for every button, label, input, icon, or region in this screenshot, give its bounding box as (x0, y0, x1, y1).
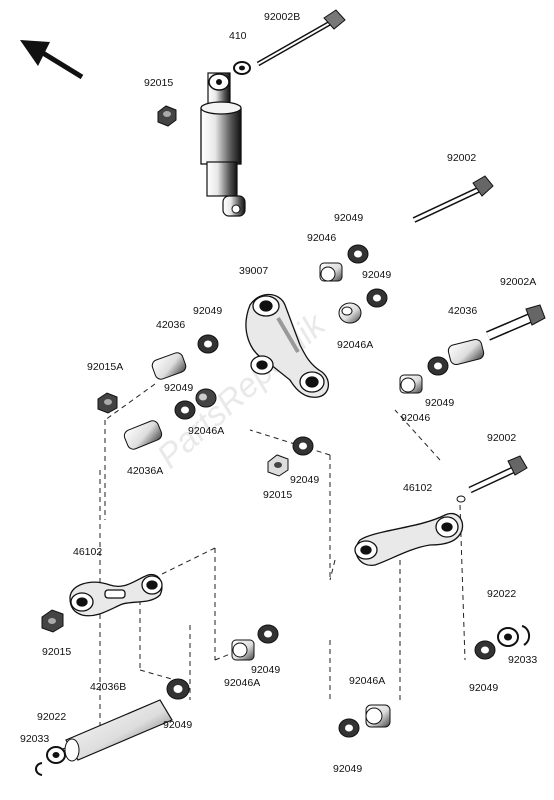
shock-absorber (200, 72, 246, 217)
label-nut-center: 92015 (263, 489, 292, 501)
label-seal-right-mid: 92049 (425, 397, 454, 409)
bolt-top (256, 9, 346, 67)
rocker-arm (245, 293, 329, 398)
label-tie-rod-right: 46102 (403, 482, 432, 494)
label-bolt-right-2: 92002A (500, 276, 536, 288)
label-nut-left: 92015A (87, 361, 123, 373)
label-sleeve-right: 42036 (448, 305, 477, 317)
bushing-mid-left (195, 388, 217, 408)
label-bolt-right-1: 92002 (447, 152, 476, 164)
label-bolt-right-3: 92002 (487, 432, 516, 444)
clip-right-low (521, 625, 530, 646)
label-bushing-mid-left: 92046A (188, 425, 224, 437)
label-bushing-upper: 92046 (307, 232, 336, 244)
label-sleeve-mid-left: 42036A (127, 465, 163, 477)
label-nut-shock: 92015 (144, 77, 173, 89)
washer-top (233, 61, 251, 75)
label-seal-rocker-left: 92049 (193, 305, 222, 317)
label-seal-low-center: 92049 (251, 664, 280, 676)
bushing-rocker (338, 302, 362, 324)
seal-upper-1 (347, 244, 369, 264)
seal-bottom (338, 718, 360, 738)
bolt-right-3-tip (456, 495, 466, 503)
label-washer-low-left: 92022 (37, 711, 66, 723)
label-tie-rod-left: 46102 (73, 546, 102, 558)
seal-center (292, 436, 314, 456)
bushing-right-mid (399, 374, 423, 394)
label-seal-upper-1: 92049 (334, 212, 363, 224)
seal-low-mid (166, 678, 190, 700)
label-bushing-right-mid: 92046 (401, 412, 430, 424)
bolt-right-2 (486, 304, 546, 341)
part-labels: 92002B 410 92015 92002 92049 92046 92049… (20, 11, 537, 775)
label-clip-low-left: 92033 (20, 733, 49, 745)
label-seal-mid-left: 92049 (164, 382, 193, 394)
seal-upper-2 (366, 288, 388, 308)
label-washer-right-low: 92022 (487, 588, 516, 600)
seal-rocker-left (197, 334, 219, 354)
nut-center (267, 454, 289, 477)
label-seal-low-mid: 92049 (163, 719, 192, 731)
seal-mid-left (174, 400, 196, 420)
seal-low-center (257, 624, 279, 644)
washer-low-left (46, 746, 66, 764)
label-seal-right-low: 92049 (469, 682, 498, 694)
tie-rod-left (69, 573, 163, 617)
label-clip-right-low: 92033 (508, 654, 537, 666)
bolt-right-1 (412, 175, 494, 223)
front-arrow-icon (20, 40, 84, 80)
sleeve-left (151, 352, 187, 380)
clip-low-left (35, 762, 43, 776)
label-bolt-top: 92002B (264, 11, 300, 23)
sleeve-right (447, 338, 485, 366)
bushing-upper (319, 262, 343, 282)
bolt-right-3 (468, 455, 528, 494)
label-sleeve-left: 42036 (156, 319, 185, 331)
washer-right-low (497, 627, 519, 647)
sleeve-mid-left (123, 420, 163, 450)
label-rocker-arm: 39007 (239, 265, 268, 277)
label-shaft-low: 42036B (90, 681, 126, 693)
nut-left (97, 392, 118, 414)
bushing-bottom (365, 704, 391, 728)
label-seal-center: 92049 (290, 474, 319, 486)
label-seal-bottom: 92049 (333, 763, 362, 775)
tie-rod-right (354, 512, 464, 566)
label-nut-low-left: 92015 (42, 646, 71, 658)
label-bushing-rocker: 92046A (337, 339, 373, 351)
label-bushing-bottom: 92046A (349, 675, 385, 687)
seal-right-low (474, 640, 496, 660)
bushing-low-center (231, 639, 255, 661)
seal-right-mid (427, 356, 449, 376)
nut-shock (157, 105, 177, 127)
label-bushing-low-center: 92046A (224, 677, 260, 689)
nut-low-left (41, 609, 64, 633)
label-seal-upper-2: 92049 (362, 269, 391, 281)
shaft-low (64, 699, 173, 762)
assembly-guide-lines (59, 383, 466, 751)
label-washer-top: 410 (229, 30, 247, 42)
